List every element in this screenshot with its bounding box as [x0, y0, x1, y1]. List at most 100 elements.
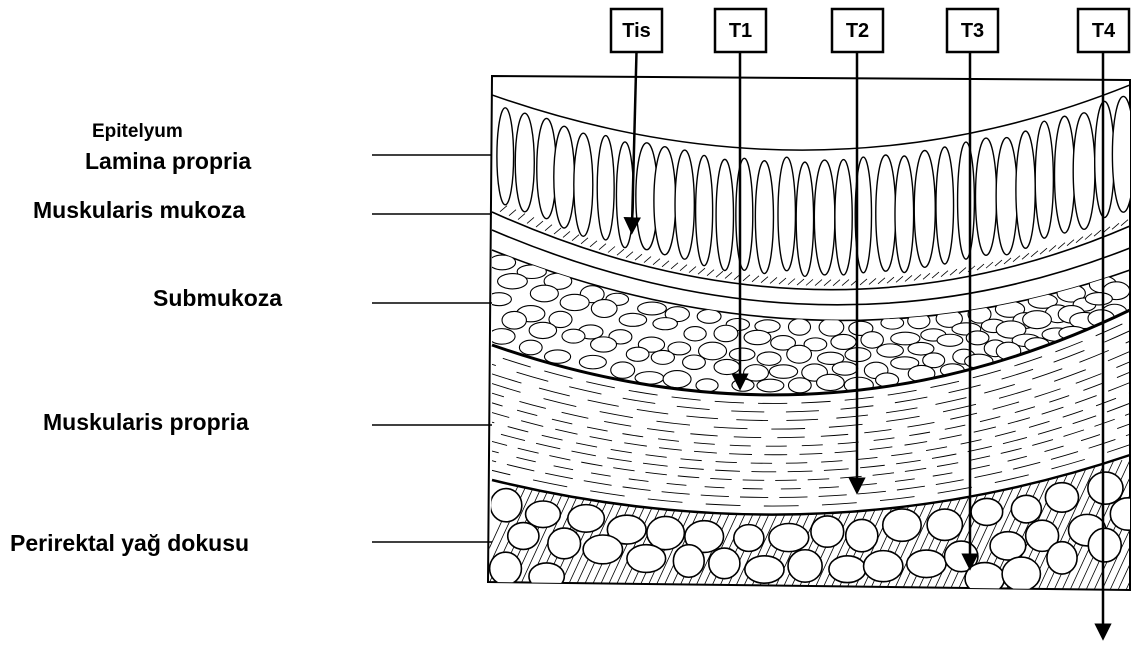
submucosa-cell	[819, 319, 844, 337]
submucosa-cell	[502, 311, 526, 329]
mucosa-hatch-line	[653, 259, 660, 265]
submucosa-cell	[732, 379, 754, 391]
mucosa-hatch-line	[977, 264, 984, 270]
submucosa-cell	[744, 365, 769, 381]
mucosa-hatch-line	[716, 271, 723, 277]
crypt	[778, 157, 795, 271]
submucosa-cell	[697, 309, 721, 323]
mucosa-hatch-line	[986, 262, 993, 268]
submucosa-cell	[1023, 311, 1052, 329]
mucosa-hatch-line	[662, 261, 669, 267]
submucosa-cell	[638, 302, 667, 315]
mucosa-hatch-line	[689, 267, 696, 273]
mucosa-hatch-line	[1058, 243, 1065, 249]
submucosa-cell	[757, 379, 784, 392]
fat-cell	[490, 489, 521, 522]
crypt	[574, 133, 593, 236]
mucosa-hatch-line	[878, 278, 885, 284]
crypt	[796, 162, 813, 276]
fat-cells	[490, 472, 1137, 594]
submucosa-cell	[619, 313, 646, 326]
fat-cell	[627, 545, 666, 573]
fat-cell	[1011, 495, 1041, 523]
fat-cell	[769, 523, 809, 551]
mucosa-hatch-line	[833, 280, 840, 286]
stage-tis-label: Tis	[622, 20, 651, 42]
submucosa-cell	[626, 347, 649, 361]
mucosa-hatch-line	[815, 280, 822, 286]
mucosa-hatch-line	[518, 214, 525, 220]
submucosa-cell	[519, 340, 542, 355]
mucosa-hatch-line	[680, 265, 687, 271]
fat-cell	[971, 498, 1003, 525]
mucosa-hatch-line	[554, 228, 561, 234]
submucosa-cell	[562, 329, 585, 343]
mucosa-hatch-line	[797, 279, 804, 285]
mucosa-hatch-line	[635, 254, 642, 260]
mucosa-hatch-line	[527, 217, 534, 223]
mucosa-layer	[492, 85, 1134, 286]
fat-cell	[864, 551, 903, 582]
fat-cell	[1047, 542, 1077, 574]
fat-cell	[811, 516, 844, 547]
mucosa-hatch-line	[842, 280, 849, 286]
submucosa-cell	[651, 350, 674, 364]
crypt	[696, 155, 713, 265]
mucosa-hatch-line	[896, 276, 903, 282]
submucosa-cell	[1085, 293, 1112, 305]
mucosa-hatch-line	[563, 231, 570, 237]
fat-cell	[1045, 483, 1078, 512]
mucosa-hatch-line	[743, 275, 750, 281]
mucosa-hatch-line	[1094, 230, 1101, 236]
submucosa-cell	[788, 319, 810, 336]
mucosa-hatch-line	[509, 210, 516, 216]
mucosa-hatch-line	[887, 277, 894, 283]
crypt	[716, 159, 733, 270]
submucosa-cell	[653, 318, 678, 330]
muscle-fibre	[492, 424, 1130, 489]
mucosa-hatch-line	[707, 270, 714, 276]
fat-cell	[490, 552, 522, 585]
submucosa-cell	[529, 322, 556, 338]
mucosa-hatch-line	[752, 276, 759, 282]
mucosa-crypts	[497, 96, 1134, 276]
crypt	[736, 158, 753, 270]
mucosa-hatch-line	[995, 260, 1002, 266]
submucosa-cell	[744, 330, 771, 344]
fat-cell	[927, 509, 962, 540]
submucosa-cell	[560, 294, 589, 310]
fat-cell	[673, 545, 704, 578]
mucosa-hatch-line	[806, 279, 813, 285]
fat-cell	[829, 556, 866, 583]
mucosa-hatch-line	[671, 263, 678, 269]
fat-cell	[1088, 472, 1123, 504]
submucosa-cell	[663, 371, 691, 388]
submucosa-cell	[714, 359, 740, 374]
fat-cell	[1002, 557, 1040, 591]
crypt	[996, 138, 1017, 255]
perirectal-fat-layer	[470, 460, 1137, 594]
crypt	[936, 147, 954, 264]
mucosa-hatch-line	[1013, 256, 1020, 262]
submucosa-cell	[498, 274, 528, 289]
mucosa-hatch-line	[581, 238, 588, 244]
submucosa-cell	[787, 345, 812, 363]
mucosa-hatch-line	[698, 268, 705, 274]
submucosa-cell	[611, 362, 635, 378]
crypt	[597, 136, 614, 240]
mucosa-hatch-line	[959, 268, 966, 274]
crypt	[554, 126, 575, 228]
muscle-fibre	[492, 414, 1130, 481]
submucosa-cell	[877, 344, 904, 357]
crypt	[814, 160, 835, 275]
crypt	[1095, 101, 1115, 217]
mucosa-hatch-line	[572, 235, 579, 241]
crypt	[616, 142, 633, 248]
crypt	[975, 138, 996, 255]
crypt	[914, 150, 935, 267]
stage-t4-label: T4	[1092, 20, 1116, 42]
fat-cell	[788, 550, 822, 582]
crypt	[876, 155, 896, 271]
submucosa-cell	[684, 327, 706, 341]
